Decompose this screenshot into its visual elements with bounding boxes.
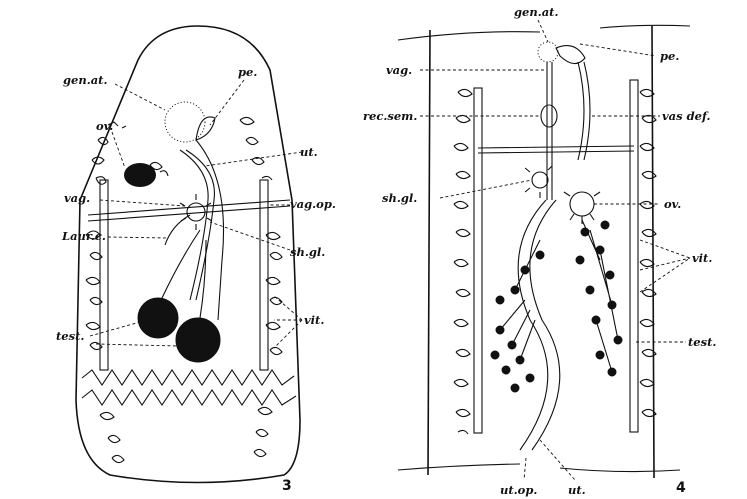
- fig4-vitellaria-left: [454, 89, 472, 434]
- fig3-label-ut: ut.: [300, 145, 318, 159]
- fig3-testis-lower: [176, 318, 220, 362]
- fig3-label-pe: pe.: [238, 65, 257, 79]
- fig3-laurer-canal: [165, 215, 190, 245]
- fig4-penis: [556, 46, 585, 64]
- fig4-shell-gland: [532, 172, 548, 188]
- fig4-label-rec-sem: rec.sem.: [363, 109, 417, 123]
- fig4-bottom-edge: [398, 464, 520, 470]
- fig3-label-laur-c: Laur.c.: [61, 229, 106, 243]
- figure-4: gen.at. pe. vag. rec.sem. vas def. sh.gl…: [363, 5, 716, 497]
- fig4-bottom-edge-right: [560, 468, 680, 472]
- fig4-uterus-2: [530, 200, 560, 450]
- fig4-vit-column-left: [474, 88, 482, 433]
- fig3-label-test: test.: [56, 329, 84, 343]
- fig4-label-ov: ov.: [664, 197, 681, 211]
- fig3-label-ov: ov.: [96, 119, 113, 133]
- fig4-testis-right: [576, 220, 622, 376]
- fig4-label-ut: ut.: [568, 483, 586, 497]
- fig4-label-ut-op: ut.op.: [500, 483, 537, 497]
- fig3-break-lower: [82, 390, 296, 405]
- fig4-ovary-rays: [564, 192, 600, 224]
- fig3-label-vag: vag.: [64, 191, 90, 205]
- fig4-transverse-duct-2: [478, 151, 634, 153]
- fig4-label-pe: pe.: [660, 49, 679, 63]
- fig3-break-upper: [82, 370, 294, 385]
- fig4-transverse-duct: [478, 146, 634, 148]
- fig4-top-edge: [398, 32, 540, 40]
- figure-3: gen.at. pe. ov. ut. vag. vag.op. Laur.c.…: [56, 26, 336, 494]
- fig4-vas-deferens: [578, 62, 584, 160]
- fig3-label-vit: vit.: [304, 313, 324, 327]
- fig4-testis-left: [491, 240, 544, 392]
- fig3-testis-upper: [138, 298, 178, 338]
- fig4-label-sh-gl: sh.gl.: [382, 191, 417, 205]
- fig3-vitellaria-right: [240, 117, 282, 456]
- fig3-uterus-2: [186, 150, 214, 300]
- fig3-genital-atrium: [165, 102, 205, 142]
- fig3-label-vag-op: vag.op.: [290, 197, 336, 211]
- fig4-top-edge-right: [600, 25, 690, 28]
- fig4-number: 4: [676, 480, 686, 496]
- fig3-vit-column-left: [100, 180, 108, 370]
- fig4-label-test: test.: [688, 335, 716, 349]
- fig3-number: 3: [282, 478, 292, 494]
- fig4-vit-column-right: [630, 80, 638, 432]
- fig3-label-gen-at: gen.at.: [63, 73, 108, 87]
- fig3-label-sh-gl: sh.gl.: [290, 245, 325, 259]
- fig4-label-gen-at: gen.at.: [514, 5, 559, 19]
- fig4-label-vag: vag.: [386, 63, 412, 77]
- fig4-leader-lines: [420, 20, 690, 480]
- fig3-leader-lines: [90, 80, 302, 348]
- fig4-label-vit: vit.: [692, 251, 712, 265]
- fig3-uterus: [180, 150, 208, 300]
- fig4-genital-atrium: [538, 42, 558, 62]
- fig4-body-left-wall: [428, 30, 430, 475]
- fig4-label-vas-def: vas def.: [662, 109, 711, 123]
- fig4-ovary: [570, 192, 594, 216]
- fig4-receptaculum-seminis: [541, 105, 557, 127]
- fig4-vas-deferens-2: [584, 62, 590, 160]
